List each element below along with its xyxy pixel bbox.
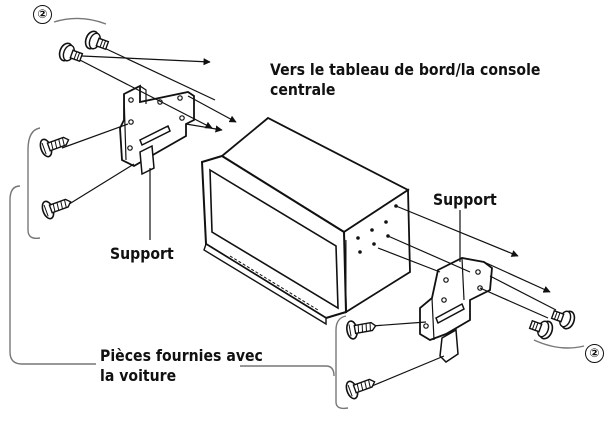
head-unit: [200, 116, 411, 326]
destination-line-2: centrale: [270, 80, 336, 99]
screw-right-part2-1: [549, 305, 578, 332]
callout-number-bottom: ②: [585, 344, 604, 363]
screw-left-lower: [39, 192, 75, 221]
guide-lines: [61, 45, 557, 387]
group-braces: [9, 17, 585, 410]
support-left-label: Support: [110, 244, 174, 263]
support-right-label: Support: [433, 190, 497, 209]
screw-top-left-1: [56, 40, 85, 67]
destination-label: Vers le tableau de bord/la console centr…: [270, 60, 540, 100]
screw-right-upper: [344, 316, 378, 341]
bracket-right: [419, 257, 493, 363]
supplied-parts-line-1: Pièces fournies avec: [100, 346, 263, 365]
supplied-parts-label: Pièces fournies avec la voiture: [100, 346, 263, 386]
screw-right-lower: [343, 372, 379, 401]
bracket-left: [119, 84, 195, 176]
screw-left-upper: [37, 130, 73, 159]
callout-number-top: ②: [33, 5, 52, 24]
supplied-parts-line-2: la voiture: [100, 366, 177, 385]
screw-top-left-2: [82, 28, 111, 55]
destination-line-1: Vers le tableau de bord/la console: [270, 60, 541, 79]
screw-right-part2-2: [527, 315, 556, 342]
